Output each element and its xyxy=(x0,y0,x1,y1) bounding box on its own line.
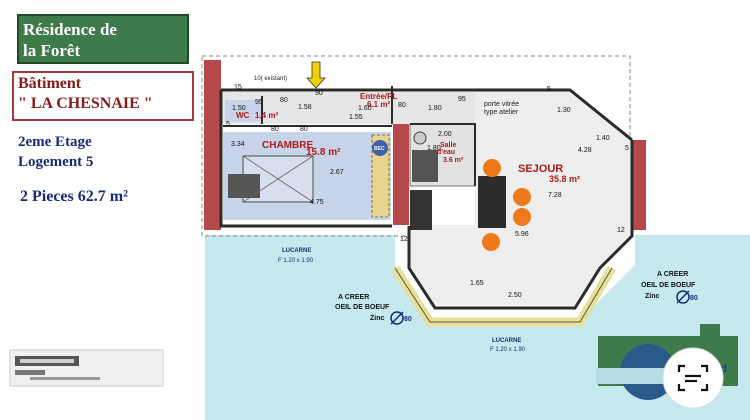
residence-title-box: Résidence de la Forêt xyxy=(17,14,189,64)
lucarne-wall-edge xyxy=(394,267,613,323)
salle-eau-name-2: d'eau xyxy=(437,149,455,156)
closet xyxy=(371,134,390,218)
residence-title: Résidence de la Forêt xyxy=(23,19,187,61)
dim-180b: 1.80 xyxy=(427,145,441,152)
chambre-area: 15.8 m² xyxy=(306,147,341,158)
pieces-label: 2 Pieces 62.7 m² xyxy=(20,188,128,205)
creer-left-3: Zinc xyxy=(370,315,384,322)
logo-corner xyxy=(700,324,720,340)
residence-line-1: Résidence de xyxy=(23,20,117,39)
dim-80d: 80 xyxy=(271,126,279,133)
thumbnail-content xyxy=(15,356,100,380)
dim-158: 1.58 xyxy=(298,104,312,111)
porte-label-2: type atelier xyxy=(484,109,519,116)
dim-5b: 5 xyxy=(625,145,629,152)
dim-95a: 95 xyxy=(255,99,263,106)
outer-walls xyxy=(219,88,634,310)
dim-80a: 80 xyxy=(280,97,288,104)
dim-12b: 12 xyxy=(617,227,625,234)
kitchen-counter xyxy=(410,190,432,230)
entree-room xyxy=(223,92,483,124)
dim-90: 90 xyxy=(315,90,323,97)
creer-left-dia: 80 xyxy=(404,316,412,323)
brick-wall-left xyxy=(204,60,221,230)
entrance-arrow-icon xyxy=(306,61,326,89)
salle-eau-area: 3.6 m² xyxy=(443,157,464,164)
bec-label: BEC xyxy=(374,146,385,152)
porthole-right-icon xyxy=(676,290,690,304)
porthole-left-icon xyxy=(390,311,404,325)
dim-155: 1.55 xyxy=(349,114,363,121)
dim-5c: 5 xyxy=(226,121,230,128)
dim-140: 1.40 xyxy=(596,135,610,142)
dim-728: 7.28 xyxy=(548,192,562,199)
dim-95b: 95 xyxy=(458,96,466,103)
sejour-area: 35.8 m² xyxy=(549,174,580,184)
entree-name: Entrée/PL xyxy=(360,92,397,101)
creer-left-2: OEIL DE BOEUF xyxy=(335,304,390,311)
stool-3 xyxy=(513,208,531,226)
shower xyxy=(412,150,438,182)
dim-334: 3.34 xyxy=(231,141,245,148)
lucarne-left-label: LUCARNE xyxy=(282,248,311,254)
dim-130: 1.30 xyxy=(557,107,571,114)
lucarne-left-dim: F 1.20 x 1.90 xyxy=(278,258,314,264)
lucarne-bottom-dim: F 1.20 x 1.90 xyxy=(490,347,526,353)
dim-428: 4.28 xyxy=(578,147,592,154)
porte-label-1: porte vitrée xyxy=(484,101,519,108)
dim-160: 1.60 xyxy=(358,105,372,112)
dim-267: 2.67 xyxy=(330,169,344,176)
dim-80b: 80 xyxy=(398,102,406,109)
brick-wall-right xyxy=(632,140,646,230)
creer-right-2: OEIL DE BOEUF xyxy=(641,282,696,289)
dim-475: 4.75 xyxy=(310,199,324,206)
dim-596: 5.96 xyxy=(515,231,529,238)
scan-icon xyxy=(677,364,709,392)
dim-150: 1.50 xyxy=(232,105,246,112)
thumbnail-preview xyxy=(9,349,164,387)
dim-5a: 5 xyxy=(547,86,551,93)
stool-4 xyxy=(482,233,500,251)
batiment-box: Bâtiment " LA CHESNAIE " xyxy=(12,71,194,121)
creer-left-1: A CREER xyxy=(338,294,369,301)
logo-bar xyxy=(596,368,680,384)
dim-15: 15 xyxy=(234,84,242,91)
wc-area: 1.4 m² xyxy=(255,111,278,120)
residence-line-2: la Forêt xyxy=(23,41,81,60)
sejour-name: SEJOUR xyxy=(518,163,563,175)
dim-12a: 12 xyxy=(400,236,408,243)
sky-area-bottom xyxy=(395,265,635,420)
batiment-name: " LA CHESNAIE " xyxy=(18,95,153,112)
dim-80c: 80 xyxy=(300,126,308,133)
lucarne-bottom-label: LUCARNE xyxy=(492,338,521,344)
scan-button[interactable] xyxy=(662,347,724,409)
inner-walls xyxy=(223,86,476,186)
dim-165: 1.65 xyxy=(470,280,484,287)
entree-area: 6.1 m² xyxy=(367,100,390,109)
existant-label: 10( existant) xyxy=(254,76,287,82)
wc-room xyxy=(225,100,261,122)
sink xyxy=(413,131,427,145)
dim-200: 2.00 xyxy=(438,131,452,138)
batiment-label: Bâtiment xyxy=(18,75,82,92)
bec-symbol xyxy=(372,140,388,156)
kitchen-island xyxy=(478,176,506,228)
dim-250: 2.50 xyxy=(508,292,522,299)
dimension-labels: 15 1.50 95 80 1.58 90 1.60 80 1.80 95 5 … xyxy=(226,84,629,299)
stool-1 xyxy=(483,159,501,177)
bed-line-2 xyxy=(242,155,314,203)
creer-right-1: A CREER xyxy=(657,271,688,278)
creer-right-3: Zinc xyxy=(645,293,659,300)
brick-wall-middle xyxy=(393,120,409,225)
stool-2 xyxy=(513,188,531,206)
salle-eau-name-1: Salle xyxy=(440,142,456,149)
chambre-name: CHAMBRE xyxy=(262,140,313,151)
logement-label: Logement 5 xyxy=(18,154,94,170)
creer-right-dia: 80 xyxy=(690,295,698,302)
etage-label: 2eme Etage xyxy=(18,134,92,150)
dim-180: 1.80 xyxy=(428,105,442,112)
wc-name: WC xyxy=(236,111,250,120)
